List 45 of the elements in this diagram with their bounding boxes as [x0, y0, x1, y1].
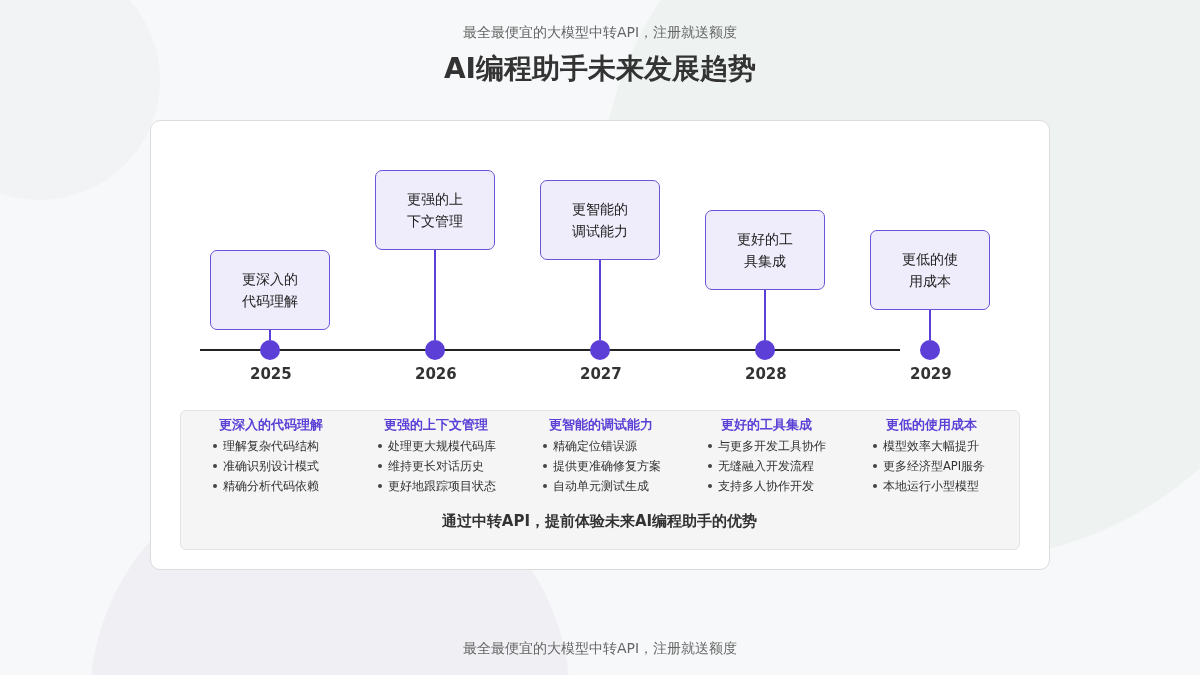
milestone-box	[540, 180, 660, 260]
title-text: AI编程助手未来发展趋势	[442, 51, 758, 87]
milestone-box	[375, 170, 495, 250]
milestone-box	[870, 230, 990, 310]
subtitle-text: 最全最便宜的大模型中转API，注册就送额度	[461, 24, 739, 42]
year-label: 2025	[250, 365, 290, 383]
summary-text: 通过中转API，提前体验未来AI编程助手的优势	[440, 512, 759, 531]
bullet-item: 自动单元测试生成	[553, 478, 649, 495]
bullet-item: 精确定位错误源	[553, 438, 637, 455]
bullet-item: 无缝融入开发流程	[718, 458, 814, 475]
bullet-item: 处理更大规模代码库	[388, 438, 496, 455]
milestone-box	[210, 250, 330, 330]
connector-line	[269, 329, 271, 341]
bullet-item: 更好地跟踪项目状态	[388, 478, 496, 495]
connector-line	[929, 309, 931, 341]
bullet-item: 理解复杂代码结构	[223, 438, 319, 455]
milestone-box	[705, 210, 825, 290]
bullet-item: 更多经济型API服务	[883, 458, 986, 475]
bullet-item: 支持多人协作开发	[718, 478, 814, 495]
bullet-item: 维持更长对话历史	[388, 458, 484, 475]
year-label: 2026	[415, 365, 455, 383]
milestone-text: 更智能的调试能力	[572, 199, 628, 241]
summary-panel	[180, 410, 1020, 550]
bullet-item: 精确分析代码依赖	[223, 478, 319, 495]
bullet-item: 提供更准确修复方案	[553, 458, 661, 475]
column-heading: 更强的上下文管理	[383, 416, 489, 434]
connector-line	[764, 289, 766, 341]
year-label: 2029	[910, 365, 950, 383]
column-heading: 更低的使用成本	[884, 416, 978, 434]
milestone-text: 更好的工具集成	[737, 229, 793, 271]
column-heading: 更好的工具集成	[719, 416, 813, 434]
column-heading: 更深入的代码理解	[218, 416, 324, 434]
column-heading: 更智能的调试能力	[548, 416, 654, 434]
bullet-item: 模型效率大幅提升	[883, 438, 979, 455]
footer-text: 最全最便宜的大模型中转API，注册就送额度	[461, 640, 739, 658]
milestone-text: 更低的使用成本	[902, 249, 958, 291]
year-label: 2027	[580, 365, 620, 383]
milestone-text: 更深入的代码理解	[242, 269, 298, 311]
connector-line	[434, 249, 436, 341]
bullet-item: 与更多开发工具协作	[718, 438, 826, 455]
year-label: 2028	[745, 365, 785, 383]
connector-line	[599, 259, 601, 341]
bullet-item: 本地运行小型模型	[883, 478, 979, 495]
bullet-item: 准确识别设计模式	[223, 458, 319, 475]
milestone-text: 更强的上下文管理	[407, 189, 463, 231]
